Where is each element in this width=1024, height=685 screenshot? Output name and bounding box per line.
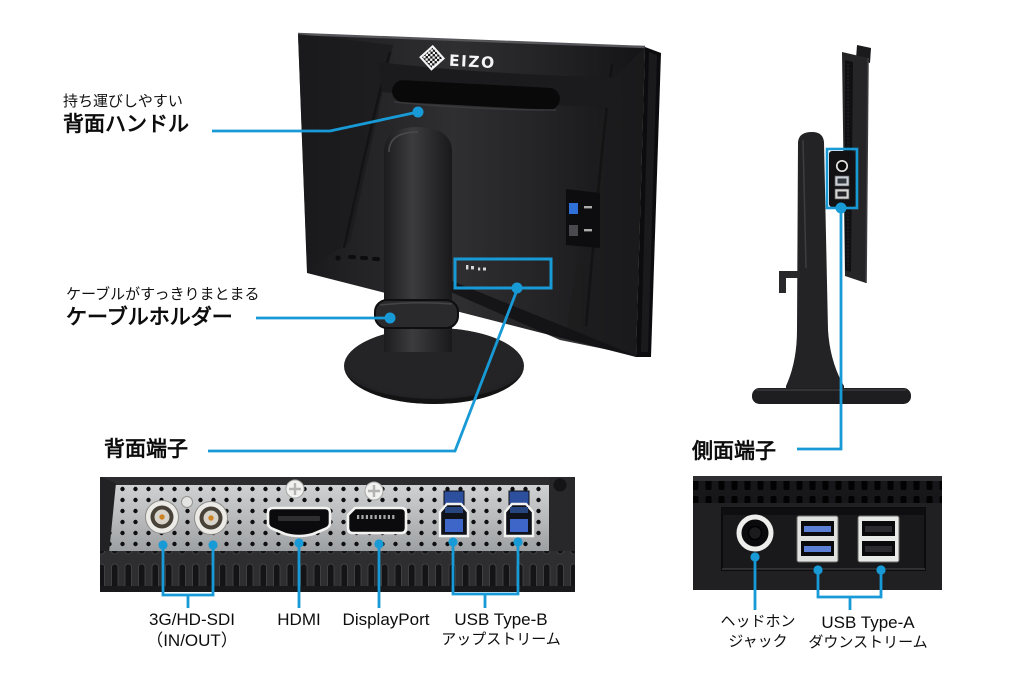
sdi-label-line1: 3G/HD-SDI: [149, 610, 235, 629]
side-headphone-jack: [835, 159, 849, 173]
side-port-recess-back: [566, 189, 600, 248]
callout-bracket-sdi: [161, 545, 215, 608]
usb-type-a-ports-black: [857, 515, 900, 563]
callout-bracket-usb-a: [816, 570, 883, 610]
callout-bracket-usb-b: [451, 542, 520, 608]
cable-holder-callout-label: ケーブルがすっきりまとまる ケーブルホルダー: [66, 285, 260, 331]
cable-holder: [374, 299, 459, 329]
usb-b-label-line1: USB Type-B: [454, 610, 548, 629]
headphone-jack-port: [736, 514, 774, 552]
sdi-port-label: 3G/HD-SDI （IN/OUT）: [146, 609, 238, 652]
highlight-box-rear-connectors: [453, 257, 553, 290]
monitor-back-view: EIZO: [297, 32, 661, 404]
hdmi-port-label: HDMI: [277, 609, 320, 630]
side-stand: [752, 132, 911, 404]
callout-line-rear-heading: [208, 289, 519, 453]
eizo-logo-text: EIZO: [448, 52, 496, 72]
monitor-side-view: [752, 45, 911, 404]
rear-ports-photo: [100, 477, 575, 592]
hdmi-label-line1: HDMI: [277, 610, 321, 629]
headphone-label-line2: ジャック: [728, 633, 788, 650]
headphone-label-line1: ヘッドホン: [720, 613, 796, 630]
panel-screws: [285, 479, 384, 501]
usb-type-a-ports-blue: [796, 515, 839, 563]
callout-line-side-heading: [797, 208, 843, 451]
rear-ports-heading: 背面端子: [104, 438, 188, 461]
displayport-port-label: DisplayPort: [343, 609, 430, 630]
hdmi-port: [266, 506, 332, 538]
cable-feature-text: ケーブルがすっきりまとまる: [66, 286, 260, 303]
usb-type-b-port-label: USB Type-B アップストリーム: [441, 609, 561, 650]
handle-callout-label: 持ち運びしやすい 背面ハンドル: [63, 92, 189, 138]
side-ports-photo: [693, 476, 942, 590]
displayport-label-line1: DisplayPort: [342, 610, 430, 629]
sdi-bnc-ports: [145, 496, 228, 535]
usb-type-b-ports: [438, 490, 535, 538]
handle-feature-text: 持ち運びしやすい: [63, 93, 183, 110]
side-base: [752, 388, 911, 404]
cable-name-text: ケーブルホルダー: [66, 306, 233, 329]
sdi-label-line2: （IN/OUT）: [146, 631, 238, 650]
side-cable-hook: [779, 271, 800, 293]
stand-column: [384, 127, 452, 352]
handle-name-text: 背面ハンドル: [63, 113, 189, 136]
usb-type-a-port-label: USB Type-A ダウンストリーム: [808, 612, 927, 653]
side-ports: [829, 151, 855, 207]
callout-dots: [158, 106, 886, 575]
eizo-logo: EIZO: [419, 44, 496, 72]
rear-connector-marks: [466, 265, 486, 271]
usb-a-label-line2: ダウンストリーム: [808, 634, 928, 651]
callouts: [161, 110, 883, 610]
headphone-port-label: ヘッドホン ジャック: [720, 612, 795, 652]
usb-b-label-line2: アップストリーム: [441, 631, 561, 648]
rear-handle: [378, 62, 622, 111]
displayport-port: [346, 506, 408, 535]
usb-a-label-line1: USB Type-A: [821, 613, 915, 632]
side-ports-heading: 側面端子: [692, 440, 776, 463]
callout-line-handle: [212, 110, 419, 133]
